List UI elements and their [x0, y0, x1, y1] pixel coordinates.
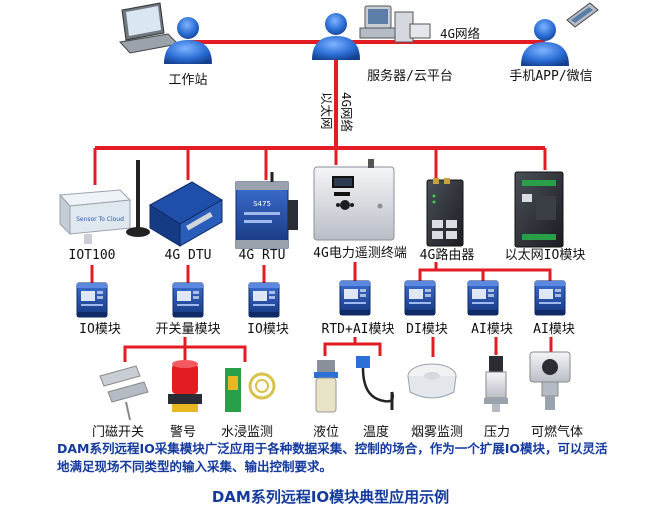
- iot100-device-icon: Sensor To Cloud: [58, 189, 132, 244]
- alarm-siren-icon: [168, 360, 202, 412]
- link-4g-label: 4G网络: [440, 26, 481, 41]
- smoke-detector-icon: [407, 363, 457, 399]
- eth-io-device-icon: [514, 171, 564, 248]
- level-sensor-icon: [314, 360, 338, 413]
- sensor-smoke-label: 烟雾监测: [411, 425, 463, 440]
- io-module-1-icon: [76, 282, 108, 318]
- rtu-device-icon: S475: [235, 172, 298, 249]
- power-terminal-icon: [313, 159, 395, 241]
- sensor-pressure-label: 压力: [484, 425, 510, 440]
- dtu-device-icon: [149, 181, 223, 247]
- io-module-4-icon: [339, 280, 371, 316]
- description-text: DAM系列远程IO采集模块广泛应用于各种数据采集、控制的场合，作为一个扩展IO模…: [57, 441, 608, 474]
- server-computer-icon: [359, 5, 431, 43]
- flood-sensor-icon: [225, 368, 276, 412]
- sensor-temp-label: 温度: [363, 424, 389, 440]
- io-module-7-icon: [534, 280, 566, 316]
- module-4-label: RTD+AI模块: [322, 322, 395, 337]
- mobile-phone-icon: [566, 2, 599, 28]
- module-1-label: IO模块: [79, 322, 121, 337]
- trunk-4g-label: 4G网络: [339, 92, 354, 133]
- sensor-gas-label: 可燃气体: [531, 424, 583, 440]
- module-5-label: DI模块: [406, 322, 448, 337]
- module-2-label: 开关量模块: [155, 322, 220, 337]
- module-7-label: AI模块: [533, 322, 575, 337]
- sensor-flood-label: 水浸监测: [221, 425, 273, 440]
- laptop-icon: [119, 2, 180, 54]
- mobile-label: 手机APP/微信: [509, 69, 592, 84]
- sensor-alarm-label: 警号: [170, 424, 196, 440]
- device-module-lines: [90, 262, 552, 283]
- pressure-sensor-icon: [484, 356, 508, 412]
- gas-detector-icon: [529, 351, 571, 410]
- workstation-label: 工作站: [168, 73, 207, 88]
- io-module-6-icon: [467, 280, 499, 316]
- trunk-ethernet-label: 以太网: [319, 92, 334, 130]
- server-label: 服务器/云平台: [367, 68, 453, 84]
- rtu-model-text: S475: [253, 200, 271, 208]
- device-power-terminal-label: 4G电力遥测终端: [313, 245, 407, 261]
- device-rtu-label: 4G RTU: [239, 248, 286, 263]
- server-person-icon: [312, 13, 360, 60]
- device-iot100-label: IOT100: [69, 248, 116, 263]
- device-eth-io-label: 以太网IO模块: [505, 248, 586, 263]
- io-module-3-icon: [248, 282, 280, 318]
- iot100-face-text: Sensor To Cloud: [76, 216, 124, 223]
- module-sensor-lines: [123, 337, 553, 362]
- router-device-icon: [426, 178, 464, 247]
- io-module-5-icon: [404, 280, 436, 316]
- module-3-label: IO模块: [247, 322, 289, 337]
- temperature-sensor-icon: [356, 356, 394, 410]
- sensor-level-label: 液位: [313, 425, 339, 440]
- footer-title: DAM系列远程IO模块典型应用示例: [211, 488, 450, 506]
- sensor-door-label: 门磁开关: [92, 425, 144, 440]
- device-router-label: 4G路由器: [420, 247, 475, 263]
- antenna-icon: [126, 160, 150, 237]
- device-dtu-label: 4G DTU: [165, 248, 212, 263]
- io-module-2-icon: [172, 282, 204, 318]
- module-6-label: AI模块: [471, 322, 513, 337]
- door-switch-icon: [99, 365, 149, 421]
